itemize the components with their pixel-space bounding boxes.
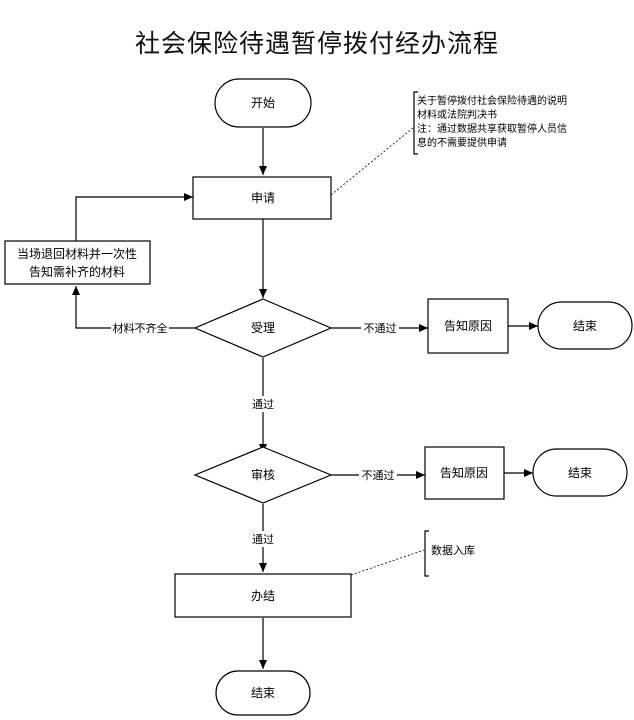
arrow-return-to-apply <box>75 193 193 241</box>
start-node-label: 开始 <box>251 96 275 110</box>
review-decision: 审核 <box>193 446 333 504</box>
end-node-1: 结束 <box>537 301 633 350</box>
edge-label-pass-review: 通过 <box>252 533 274 546</box>
complete-annotation: 数据入库 <box>424 530 475 577</box>
apply-annotation-line4: 息的不需要提供申请 <box>417 136 507 149</box>
inform-reason-1-label: 告知原因 <box>444 319 492 333</box>
page-title: 社会保险待遇暂停拨付经办流程 <box>134 29 499 58</box>
apply-box: 申请 <box>192 176 332 220</box>
inform-reason-box-1: 告知原因 <box>427 298 509 354</box>
accept-decision-label: 受理 <box>251 321 275 335</box>
edge-label-fail-accept: 不通过 <box>364 322 397 335</box>
return-materials-line1: 当场退回材料并一次性 <box>17 247 137 261</box>
apply-box-label: 申请 <box>251 191 275 205</box>
end-node-3-label: 结束 <box>251 686 275 700</box>
edge-label-fail-review: 不通过 <box>362 469 395 482</box>
apply-annotation: 关于暂停拨付社会保险待遇的说明 材料或法院判决书 注：通过数据共享获取暂停人员信… <box>413 91 567 155</box>
inform-reason-2-label: 告知原因 <box>440 466 488 480</box>
return-materials-box: 当场退回材料并一次性 告知需补齐的材料 <box>4 240 151 285</box>
end-node-2: 结束 <box>532 448 628 497</box>
end-node-3: 结束 <box>215 670 311 716</box>
end-node-1-label: 结束 <box>573 319 597 333</box>
apply-annotation-line3: 注：通过数据共享获取暂停人员信 <box>417 122 567 135</box>
start-node: 开始 <box>214 78 312 128</box>
review-decision-label: 审核 <box>251 467 275 482</box>
inform-reason-box-2: 告知原因 <box>424 446 505 500</box>
apply-annotation-line1: 关于暂停拨付社会保险待遇的说明 <box>417 94 567 107</box>
apply-note-leader <box>330 126 415 196</box>
accept-decision: 受理 <box>193 298 333 358</box>
complete-box: 办结 <box>174 573 352 618</box>
apply-annotation-line2: 材料或法院判决书 <box>417 108 497 121</box>
complete-box-label: 办结 <box>251 588 275 603</box>
edge-label-pass-accept: 通过 <box>252 398 274 411</box>
return-materials-line2: 告知需补齐的材料 <box>29 264 125 279</box>
edge-label-incomplete: 材料不齐全 <box>113 321 168 335</box>
complete-annotation-text: 数据入库 <box>431 543 475 557</box>
end-node-2-label: 结束 <box>568 466 592 480</box>
complete-note-leader <box>350 549 425 576</box>
